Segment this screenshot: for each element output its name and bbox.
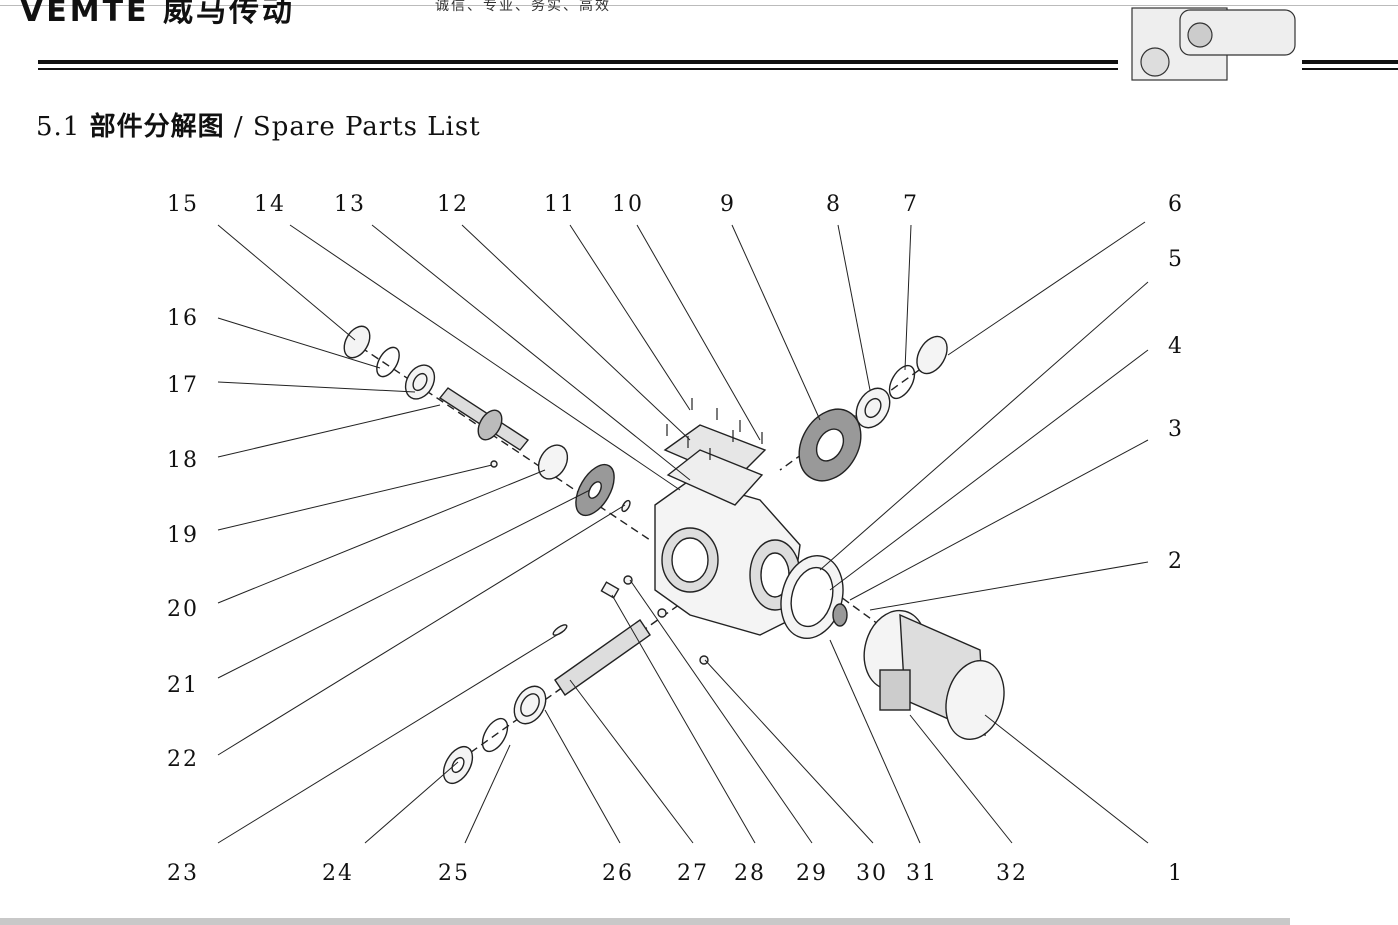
leader-line-25 <box>464 744 511 844</box>
leader-line-12 <box>461 224 691 441</box>
leader-line-6 <box>947 221 1146 356</box>
leader-line-19 <box>217 464 493 531</box>
leader-line-29 <box>629 579 813 844</box>
leader-line-5 <box>819 281 1149 571</box>
header-rule-thin <box>38 68 1118 70</box>
header-rule-right-thin <box>1302 68 1398 70</box>
slogan: 诚信、专业、务实、高效 <box>435 0 611 14</box>
leader-line-14 <box>289 224 681 491</box>
callout-label-15: 15 <box>167 192 199 217</box>
brand-logo: VEMTE 威马传动 <box>20 0 295 29</box>
leader-line-3 <box>849 439 1149 601</box>
callout-label-3: 3 <box>1168 417 1184 442</box>
header-rule-right <box>1302 60 1398 64</box>
leader-line-24 <box>364 761 459 844</box>
leader-line-28 <box>611 594 756 844</box>
callout-label-7: 7 <box>903 192 919 217</box>
leader-line-13 <box>371 224 691 481</box>
callout-label-30: 30 <box>856 861 888 886</box>
callout-label-12: 12 <box>437 192 469 217</box>
callout-label-8: 8 <box>826 192 842 217</box>
leader-line-8 <box>837 224 871 391</box>
bottom-scrollbar[interactable] <box>0 918 1290 925</box>
parts <box>343 325 1005 785</box>
leader-line-4 <box>829 349 1149 591</box>
gearbox-thumbnail <box>1131 7 1296 81</box>
callout-label-31: 31 <box>906 861 938 886</box>
callout-label-11: 11 <box>544 192 576 217</box>
leader-line-27 <box>569 679 694 844</box>
leader-line-7 <box>904 224 912 371</box>
callout-label-13: 13 <box>334 192 366 217</box>
leader-line-23 <box>217 629 566 844</box>
callout-label-9: 9 <box>720 192 736 217</box>
callout-label-10: 10 <box>612 192 644 217</box>
callout-label-14: 14 <box>254 192 286 217</box>
callout-label-17: 17 <box>167 373 199 398</box>
leader-line-30 <box>704 659 874 844</box>
callout-label-24: 24 <box>322 861 354 886</box>
leader-line-31 <box>829 639 921 844</box>
callout-label-18: 18 <box>167 448 199 473</box>
callout-label-6: 6 <box>1168 192 1184 217</box>
section-title: 5.1 部件分解图 / Spare Parts List <box>36 106 481 143</box>
leader-line-18 <box>217 404 441 458</box>
leader-lines <box>217 221 1149 844</box>
leader-line-22 <box>217 504 626 756</box>
callout-label-19: 19 <box>167 523 199 548</box>
leader-line-2 <box>869 561 1149 611</box>
section-title-cn: 部件分解图 <box>89 112 225 142</box>
leader-line-15 <box>217 224 356 341</box>
callout-label-29: 29 <box>796 861 828 886</box>
header-rule <box>38 60 1118 64</box>
callout-label-23: 23 <box>167 861 199 886</box>
leader-line-9 <box>731 224 821 421</box>
leader-line-26 <box>544 709 621 844</box>
section-number: 5.1 <box>36 112 81 142</box>
callout-label-25: 25 <box>438 861 470 886</box>
callout-label-32: 32 <box>996 861 1028 886</box>
callout-label-22: 22 <box>167 747 199 772</box>
callout-label-2: 2 <box>1168 549 1184 574</box>
leader-line-21 <box>217 489 591 679</box>
callout-label-26: 26 <box>602 861 634 886</box>
leader-line-10 <box>636 224 761 441</box>
section-title-en: / Spare Parts List <box>233 112 481 142</box>
leader-line-32 <box>909 714 1013 844</box>
callout-label-27: 27 <box>677 861 709 886</box>
callout-label-16: 16 <box>167 306 199 331</box>
leader-line-20 <box>217 469 546 604</box>
leader-line-1 <box>984 714 1149 844</box>
leader-line-16 <box>217 317 381 369</box>
callout-label-1: 1 <box>1168 861 1184 886</box>
leader-line-11 <box>569 224 691 411</box>
callout-label-5: 5 <box>1168 247 1184 272</box>
callout-label-21: 21 <box>167 673 199 698</box>
callout-label-4: 4 <box>1168 334 1184 359</box>
callout-label-20: 20 <box>167 597 199 622</box>
callout-label-28: 28 <box>734 861 766 886</box>
top-border <box>0 5 1398 6</box>
leader-line-17 <box>217 381 416 393</box>
